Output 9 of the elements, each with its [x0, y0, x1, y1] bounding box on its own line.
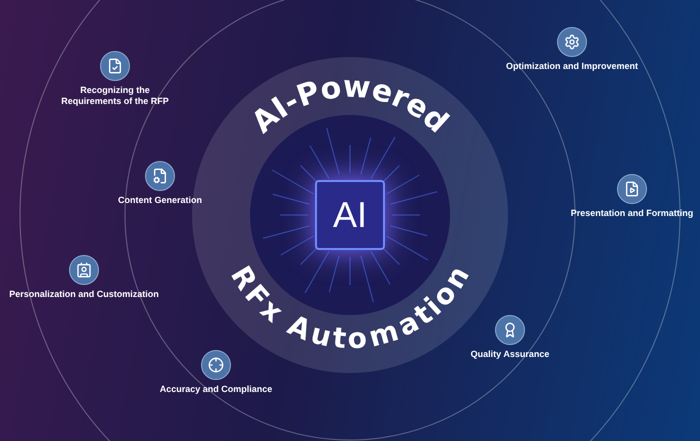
feature-label: Personalization and Customization [9, 289, 159, 300]
feature-label: Optimization and Improvement [506, 61, 638, 72]
feature-label: Accuracy and Compliance [160, 384, 272, 395]
feature-label: Presentation and Formatting [570, 208, 694, 219]
feature-label: Quality Assurance [470, 349, 550, 360]
chip-label: AI [332, 197, 367, 233]
feature-label: Content Generation [118, 195, 202, 206]
chip-square [315, 180, 385, 250]
feature-label: Recognizing the Requirements of the RFP [60, 85, 170, 107]
